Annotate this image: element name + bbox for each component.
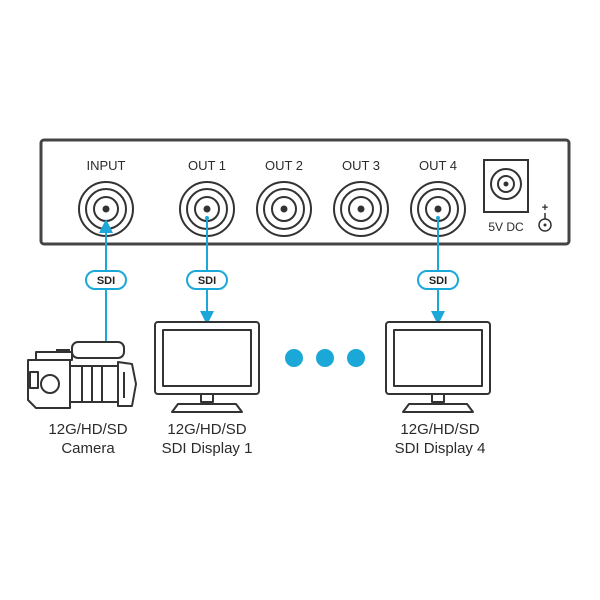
svg-text:SDI: SDI [97, 275, 115, 287]
dc-power-label: 5V DC [488, 220, 524, 234]
polarity-icon: + [538, 202, 552, 232]
camera-caption-line1: 12G/HD/SD [48, 421, 127, 438]
device-front-panel: INPUT OUT 1 OUT 2 OUT 3 OUT 4 [39, 138, 571, 246]
port-label-out2: OUT 2 [265, 158, 303, 173]
dc-power-jack[interactable] [483, 159, 529, 213]
svg-text:SDI: SDI [429, 275, 447, 287]
display1-caption-line1: 12G/HD/SD [167, 421, 246, 438]
sdi-badge-input: SDI [85, 270, 127, 290]
port-label-out3: OUT 3 [342, 158, 380, 173]
camera-caption-line2: Camera [61, 440, 115, 457]
svg-text:SDI: SDI [198, 275, 216, 287]
bnc-connector-out2[interactable] [256, 181, 312, 237]
display4-caption-line1: 12G/HD/SD [400, 421, 479, 438]
cable-out4-to-display4 [431, 216, 445, 325]
camera-icon [27, 341, 137, 409]
display4-monitor-icon [385, 321, 491, 413]
display1-caption-line2: SDI Display 1 [162, 440, 253, 457]
ellipsis-dots [285, 349, 365, 367]
sdi-badge-out4: SDI [417, 270, 459, 290]
sdi-badge-out1: SDI [186, 270, 228, 290]
port-label-out1: OUT 1 [188, 158, 226, 173]
svg-text:+: + [542, 202, 548, 214]
port-label-out4: OUT 4 [419, 158, 457, 173]
cable-out1-to-display1 [200, 216, 214, 325]
display4-caption-line2: SDI Display 4 [395, 440, 486, 457]
display1-monitor-icon [154, 321, 260, 413]
port-label-input: INPUT [87, 158, 126, 173]
bnc-connector-out3[interactable] [333, 181, 389, 237]
bnc-connector-input[interactable] [78, 181, 134, 237]
bnc-connector-out4[interactable] [410, 181, 466, 237]
